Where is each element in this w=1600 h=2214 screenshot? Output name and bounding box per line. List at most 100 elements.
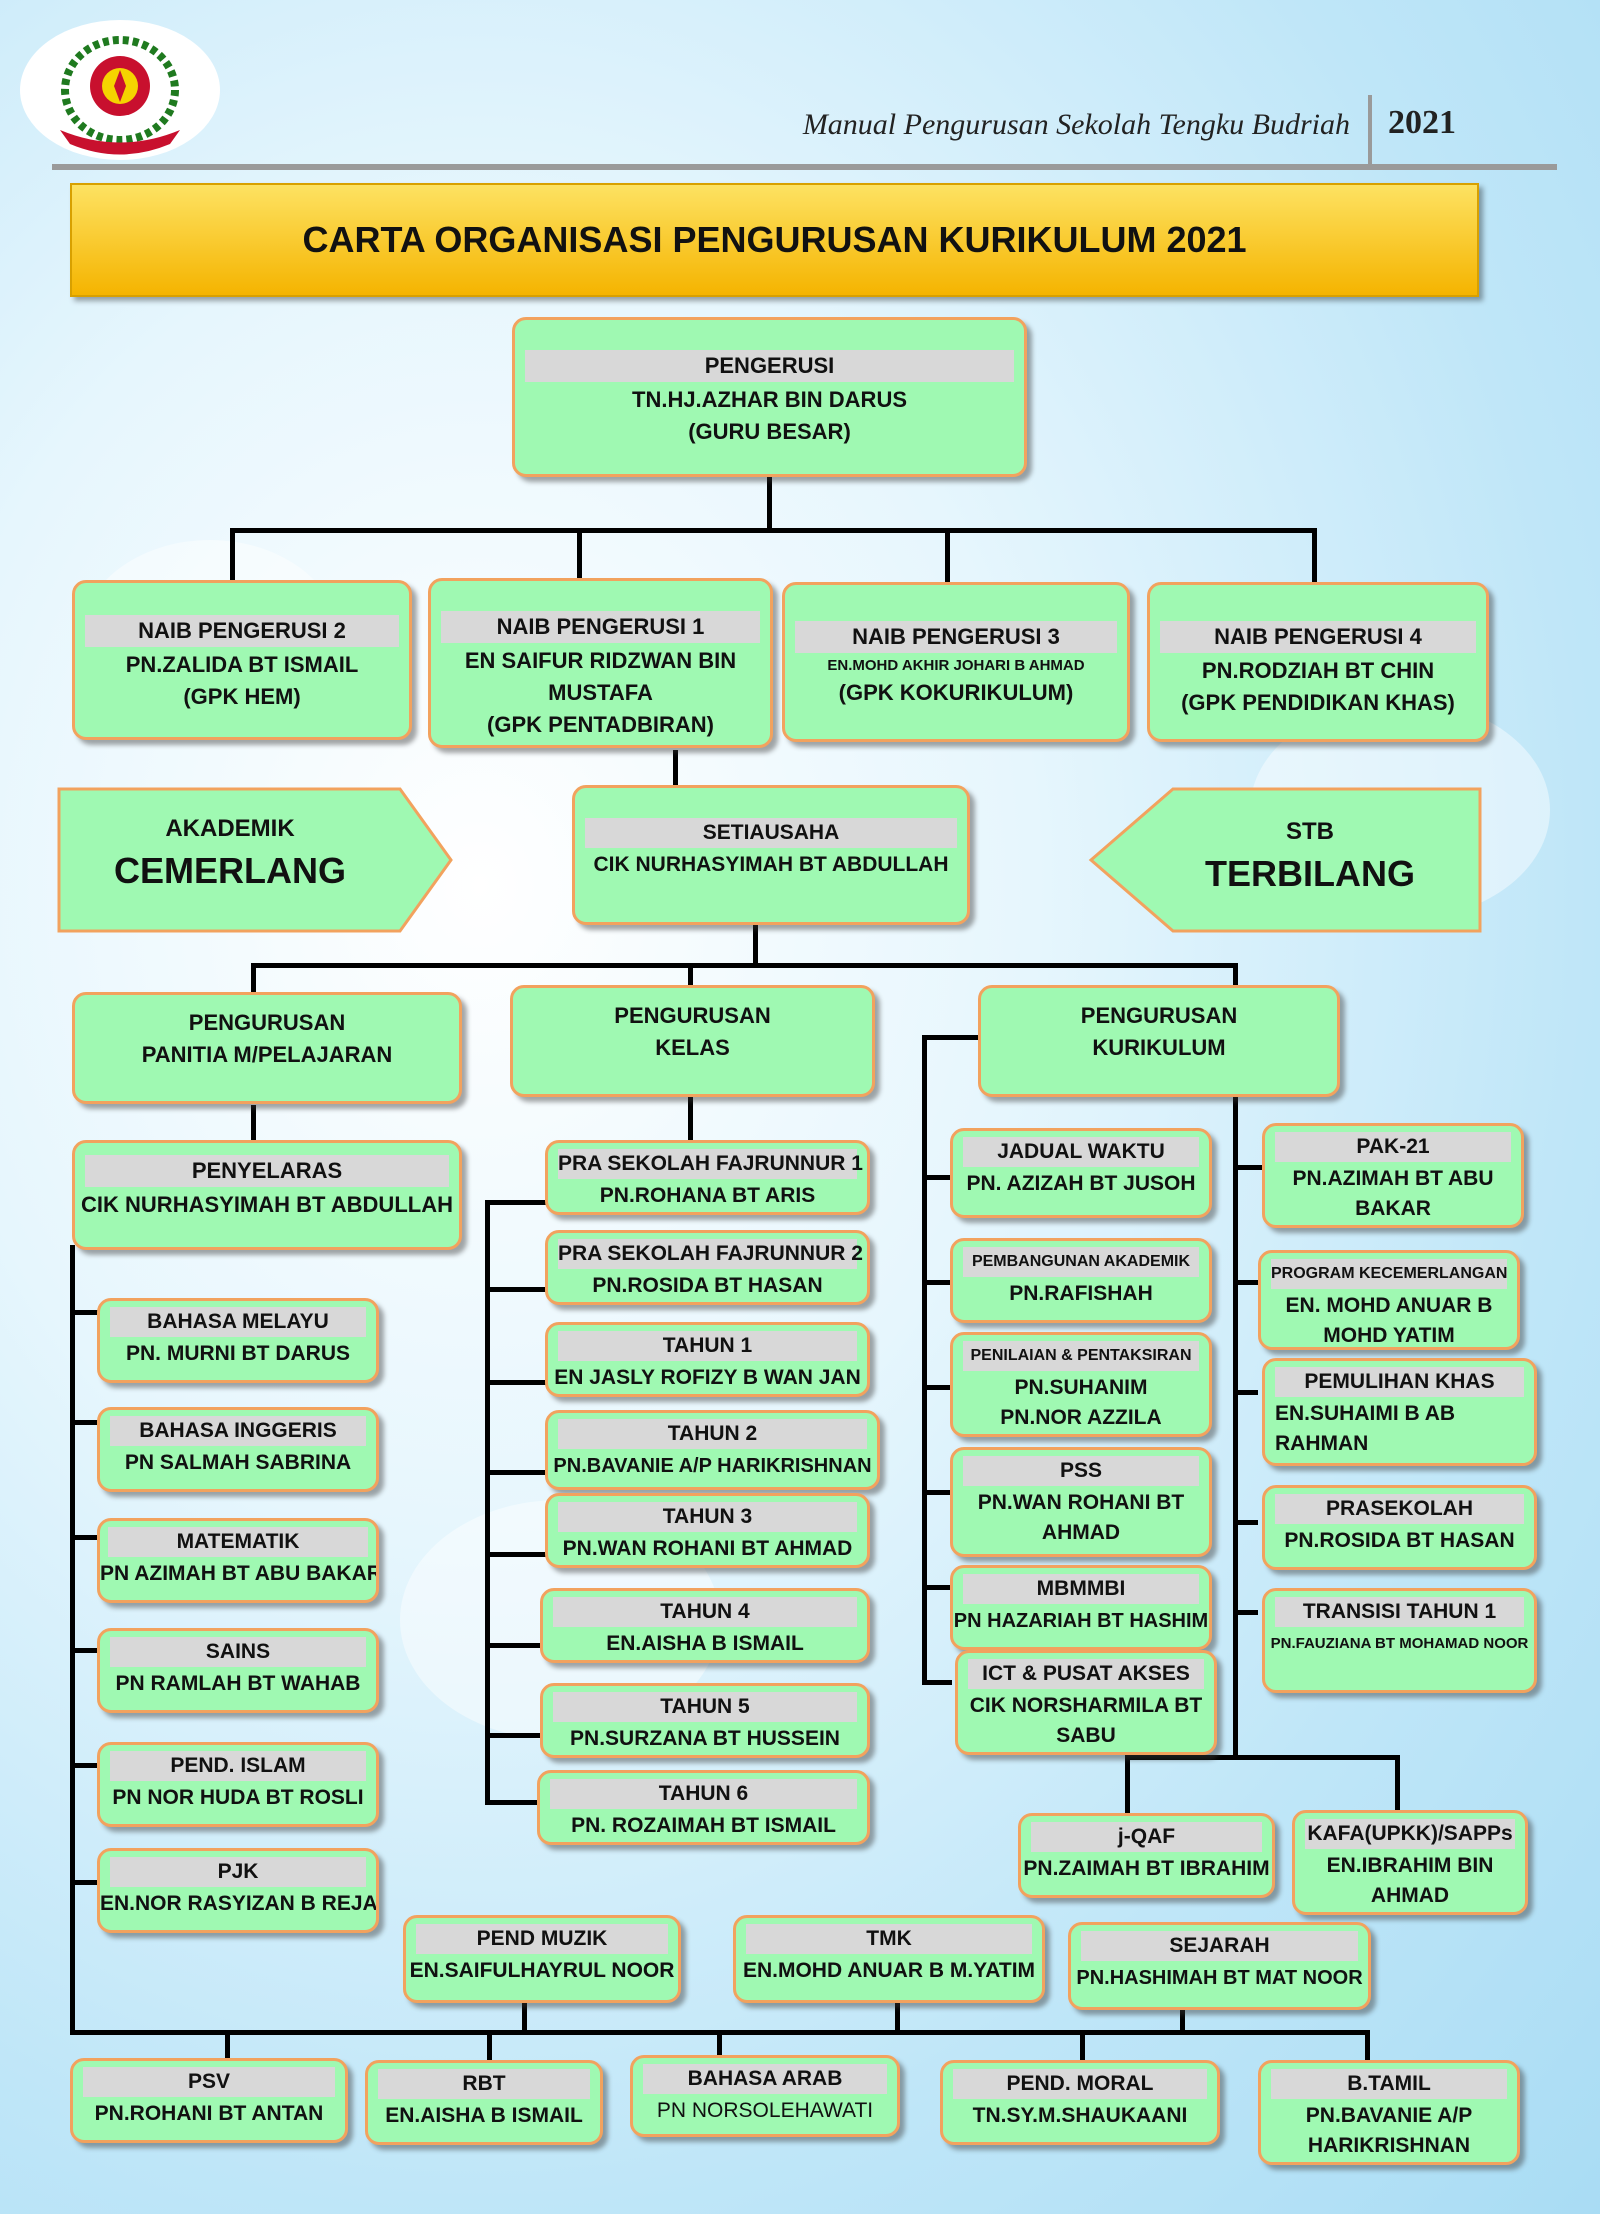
subject-box: PEND MUZIK EN.SAIFULHAYRUL NOOR <box>403 1915 681 2003</box>
panitia-box: PJK EN.NOR RASYIZAN B REJAB <box>97 1848 379 1933</box>
kurikulum-box: PEMULIHAN KHAS EN.SUHAIMI B AB RAHMAN <box>1262 1358 1537 1466</box>
panitia-name: PN. MURNI BT DARUS <box>126 1342 350 1365</box>
manual-title: Manual Pengurusan Sekolah Tengku Budriah <box>802 108 1350 141</box>
subject-name: PN.HASHIMAH BT MAT NOOR <box>1076 1967 1363 1989</box>
kurikulum-title: PAK-21 <box>1275 1132 1511 1162</box>
kurikulum-title: PEMULIHAN KHAS <box>1275 1367 1524 1397</box>
chart-title: CARTA ORGANISASI PENGURUSAN KURIKULUM 20… <box>70 183 1479 297</box>
kurikulum-title: JADUAL WAKTU <box>963 1137 1199 1167</box>
kelas-box: TAHUN 5 PN.SURZANA BT HUSSEIN <box>540 1683 870 1758</box>
kelas-name: PN.WAN ROHANI BT AHMAD <box>562 1537 853 1560</box>
subject-name: PN.ROHANI BT ANTAN <box>94 2102 324 2125</box>
subject-box: TMK EN.MOHD ANUAR B M.YATIM <box>733 1915 1045 2003</box>
subject-name: EN.SAIFULHAYRUL NOOR <box>409 1959 675 1982</box>
subject-box: SEJARAH PN.HASHIMAH BT MAT NOOR <box>1068 1922 1371 2010</box>
kurikulum-name: PN.RAFISHAH <box>1009 1282 1153 1305</box>
panitia-title: PJK <box>110 1857 366 1887</box>
kelas-name: PN.ROSIDA BT HASAN <box>592 1274 823 1297</box>
subject-box: BAHASA ARAB PN NORSOLEHAWATI <box>630 2055 900 2137</box>
naib-name: PN.RODZIAH BT CHIN <box>1201 658 1435 683</box>
kafa-name-2: AHMAD <box>1370 1884 1450 1907</box>
stb-terbilang-arrow <box>1088 787 1482 933</box>
kelas-name: PN.BAVANIE A/P HARIKRISHNAN <box>553 1455 872 1477</box>
akademik-label: AKADEMIK <box>165 815 295 842</box>
subject-name: PN.BAVANIE A/P <box>1305 2104 1473 2127</box>
panitia-name: PN NOR HUDA BT ROSLI <box>112 1786 364 1809</box>
kelas-name: PN.SURZANA BT HUSSEIN <box>570 1727 840 1750</box>
naib-role: (GPK PENTADBIRAN) <box>487 712 714 737</box>
pengurusan-sub: KURIKULUM <box>1092 1035 1226 1060</box>
kurikulum-name: PN.FAUZIANA BT MOHAMAD NOOR <box>1270 1635 1529 1652</box>
kelas-box: TAHUN 6 PN. ROZAIMAH BT ISMAIL <box>537 1770 870 1845</box>
naib-pengerusi-3-box: NAIB PENGERUSI 3 EN.MOHD AKHIR JOHARI B … <box>782 582 1130 742</box>
kurikulum-name: CIK NORSHARMILA BT <box>969 1694 1203 1717</box>
kelas-title: TAHUN 6 <box>550 1779 857 1809</box>
pengurusan-kelas-box: PENGURUSAN KELAS <box>510 985 875 1097</box>
kurikulum-box: PAK-21 PN.AZIMAH BT ABU BAKAR <box>1262 1123 1524 1228</box>
kelas-title: TAHUN 1 <box>558 1331 857 1361</box>
panitia-box: PEND. ISLAM PN NOR HUDA BT ROSLI <box>97 1742 379 1827</box>
pengurusan-label: PENGURUSAN <box>188 1010 346 1035</box>
kafa-box: KAFA(UPKK)/SAPPs EN.IBRAHIM BIN AHMAD <box>1292 1810 1528 1915</box>
pengerusi-title: PENGERUSI <box>525 350 1014 382</box>
kurikulum-name: PN.WAN ROHANI BT <box>977 1491 1185 1514</box>
kelas-title: TAHUN 3 <box>558 1502 857 1532</box>
panitia-box: MATEMATIK PN AZIMAH BT ABU BAKAR <box>97 1518 379 1603</box>
pengerusi-role: (GURU BESAR) <box>688 419 851 444</box>
kurikulum-name: PN.SUHANIM <box>1014 1376 1148 1399</box>
panitia-title: BAHASA MELAYU <box>110 1307 366 1337</box>
naib-title: NAIB PENGERUSI 3 <box>795 621 1117 653</box>
naib-role: (GPK PENDIDIKAN KHAS) <box>1181 690 1455 715</box>
kurikulum-name-2: SABU <box>1056 1724 1116 1747</box>
penyelaras-title: PENYELARAS <box>85 1155 449 1187</box>
kurikulum-title: PEMBANGUNAN AKADEMIK <box>963 1247 1199 1277</box>
kelas-title: PRA SEKOLAH FAJRUNNUR 1 <box>558 1149 863 1179</box>
subject-title: BAHASA ARAB <box>643 2064 887 2094</box>
kelas-title: TAHUN 5 <box>553 1692 857 1722</box>
kafa-name: EN.IBRAHIM BIN <box>1326 1854 1494 1877</box>
setiausaha-name: CIK NURHASYIMAH BT ABDULLAH <box>593 853 949 876</box>
panitia-box: BAHASA INGGERIS PN SALMAH SABRINA <box>97 1407 379 1492</box>
kurikulum-box: PENILAIAN & PENTAKSIRAN PN.SUHANIM PN.NO… <box>950 1332 1212 1437</box>
kelas-title: PRA SEKOLAH FAJRUNNUR 2 <box>558 1239 863 1269</box>
pengerusi-name: TN.HJ.AZHAR BIN DARUS <box>632 387 907 412</box>
kurikulum-box: MBMMBI PN HAZARIAH BT HASHIM <box>950 1565 1212 1650</box>
panitia-title: BAHASA INGGERIS <box>110 1416 366 1446</box>
subject-title: PEND MUZIK <box>416 1924 668 1954</box>
school-logo <box>20 20 220 160</box>
jqaf-box: j-QAF PN.ZAIMAH BT IBRAHIM <box>1018 1813 1275 1898</box>
panitia-title: MATEMATIK <box>108 1527 368 1557</box>
pengerusi-box: PENGERUSI TN.HJ.AZHAR BIN DARUS (GURU BE… <box>512 317 1027 477</box>
kurikulum-name: EN. MOHD ANUAR B <box>1285 1294 1493 1317</box>
naib-title: NAIB PENGERUSI 1 <box>441 611 760 643</box>
subject-box: PEND. MORAL TN.SY.M.SHAUKAANI <box>940 2060 1220 2145</box>
kelas-box: TAHUN 2 PN.BAVANIE A/P HARIKRISHNAN <box>545 1410 880 1490</box>
kurikulum-name: PN. AZIZAH BT JUSOH <box>966 1172 1196 1195</box>
naib-pengerusi-1-box: NAIB PENGERUSI 1 EN SAIFUR RIDZWAN BIN M… <box>428 578 773 748</box>
kurikulum-name-2: RAHMAN <box>1275 1432 1369 1455</box>
pengurusan-label: PENGURUSAN <box>1080 1003 1238 1028</box>
header-rule <box>52 164 1557 170</box>
pengurusan-label: PENGURUSAN <box>614 1003 771 1028</box>
kurikulum-title: PENILAIAN & PENTAKSIRAN <box>963 1341 1199 1371</box>
subject-box: B.TAMIL PN.BAVANIE A/P HARIKRISHNAN <box>1258 2060 1520 2165</box>
header-divider <box>1368 95 1372 167</box>
pengurusan-panitia-box: PENGURUSAN PANITIA M/PELAJARAN <box>72 992 462 1104</box>
panitia-title: SAINS <box>110 1637 366 1667</box>
kurikulum-title: PROGRAM KECEMERLANGAN <box>1271 1259 1507 1289</box>
subject-title: B.TAMIL <box>1271 2069 1507 2099</box>
subject-box: RBT EN.AISHA B ISMAIL <box>365 2060 603 2145</box>
kurikulum-title: TRANSISI TAHUN 1 <box>1275 1597 1524 1627</box>
kelas-name: PN. ROZAIMAH BT ISMAIL <box>571 1814 836 1837</box>
kurikulum-box: ICT & PUSAT AKSES CIK NORSHARMILA BT SAB… <box>955 1650 1217 1755</box>
panitia-name: PN SALMAH SABRINA <box>124 1451 352 1474</box>
kafa-title: KAFA(UPKK)/SAPPs <box>1305 1819 1515 1849</box>
header-year: 2021 <box>1388 104 1456 141</box>
naib-role: (GPK KOKURIKULUM) <box>838 680 1074 705</box>
kelas-box: PRA SEKOLAH FAJRUNNUR 1 PN.ROHANA BT ARI… <box>545 1140 870 1215</box>
panitia-name: EN.NOR RASYIZAN B REJAB <box>100 1892 379 1915</box>
naib-role: (GPK HEM) <box>183 684 301 709</box>
kurikulum-box: PROGRAM KECEMERLANGAN EN. MOHD ANUAR B M… <box>1258 1250 1520 1350</box>
kurikulum-name-2: AHMAD <box>1041 1521 1121 1544</box>
naib-name-cont: MUSTAFA <box>548 680 653 705</box>
